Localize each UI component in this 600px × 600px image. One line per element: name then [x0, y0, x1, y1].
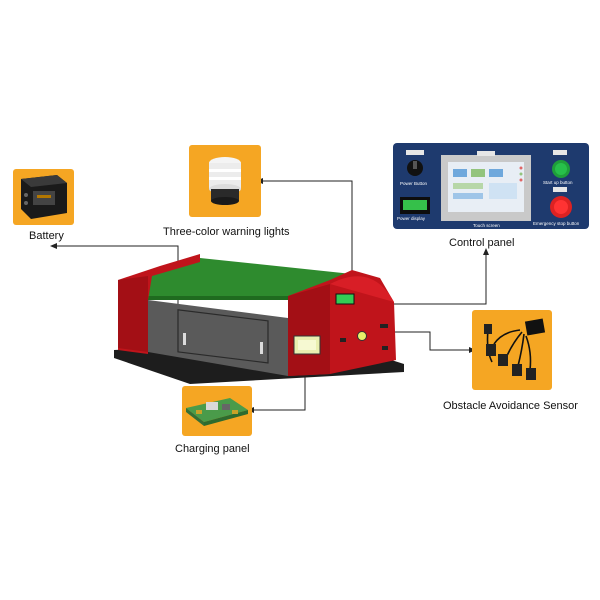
control-panel-label: Control panel: [449, 237, 515, 249]
start-button-label: Start up button: [543, 180, 573, 185]
battery-connector: [56, 245, 179, 327]
obstacle-sensor-connector: [395, 331, 470, 351]
battery-icon: [21, 175, 67, 219]
power-button-label: Power Button: [400, 181, 428, 186]
battery-arrowhead: [50, 243, 57, 249]
sensor-icon: [484, 318, 546, 380]
warning-lights-label: Three-color warning lights: [163, 226, 290, 238]
warning-lights-tile: [189, 145, 261, 217]
control-panel-connector: [358, 254, 487, 305]
emergency-stop-label: Emergency stop button: [533, 221, 580, 226]
warning-lights-connector: [262, 180, 353, 282]
charging-panel-label: Charging panel: [175, 443, 250, 455]
warning-light-icon: [209, 157, 241, 205]
charging-board-icon: [186, 398, 248, 426]
power-display-label: Power display: [397, 216, 426, 221]
charging-panel-connector: [253, 350, 306, 411]
charging-panel-tile: [182, 386, 252, 436]
battery-tile: [13, 169, 74, 225]
touch-screen-label: Touch screen: [473, 223, 500, 228]
battery-label: Battery: [29, 230, 64, 242]
obstacle-sensor-tile: [472, 310, 552, 390]
control-panel-tile: Power Button Power display Touch screen …: [393, 143, 589, 229]
control-panel-arrowhead: [483, 248, 489, 255]
obstacle-sensor-label: Obstacle Avoidance Sensor: [443, 400, 578, 412]
control-panel-icon: [400, 150, 572, 221]
